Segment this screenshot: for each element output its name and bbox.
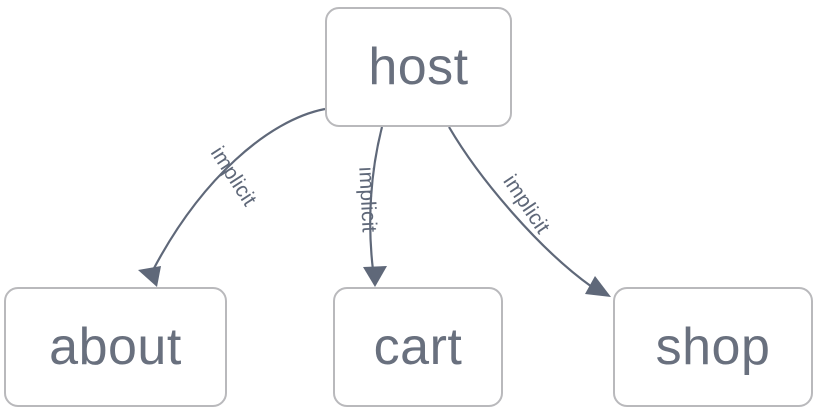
edge-host-about-path — [151, 107, 326, 273]
edge-host-cart[interactable]: implicit — [354, 126, 387, 287]
node-shop-label: shop — [655, 318, 771, 376]
edge-host-about-label: implicit — [206, 143, 261, 211]
edge-host-about-arrowhead — [138, 266, 161, 287]
node-about-label: about — [49, 318, 182, 376]
edge-host-cart-arrowhead — [363, 266, 387, 287]
edge-host-shop-arrowhead — [585, 276, 611, 297]
edge-host-shop-path — [448, 126, 593, 288]
node-cart[interactable]: cart — [333, 287, 503, 407]
edge-host-cart-label: implicit — [354, 166, 380, 233]
edge-host-cart-path — [369, 126, 384, 271]
node-cart-label: cart — [373, 318, 463, 376]
node-about[interactable]: about — [4, 287, 227, 407]
node-host[interactable]: host — [325, 7, 512, 127]
node-shop[interactable]: shop — [613, 287, 813, 407]
node-host-label: host — [368, 38, 469, 96]
edge-host-shop[interactable]: implicit — [448, 126, 611, 297]
edge-host-about[interactable]: implicit — [138, 107, 326, 287]
